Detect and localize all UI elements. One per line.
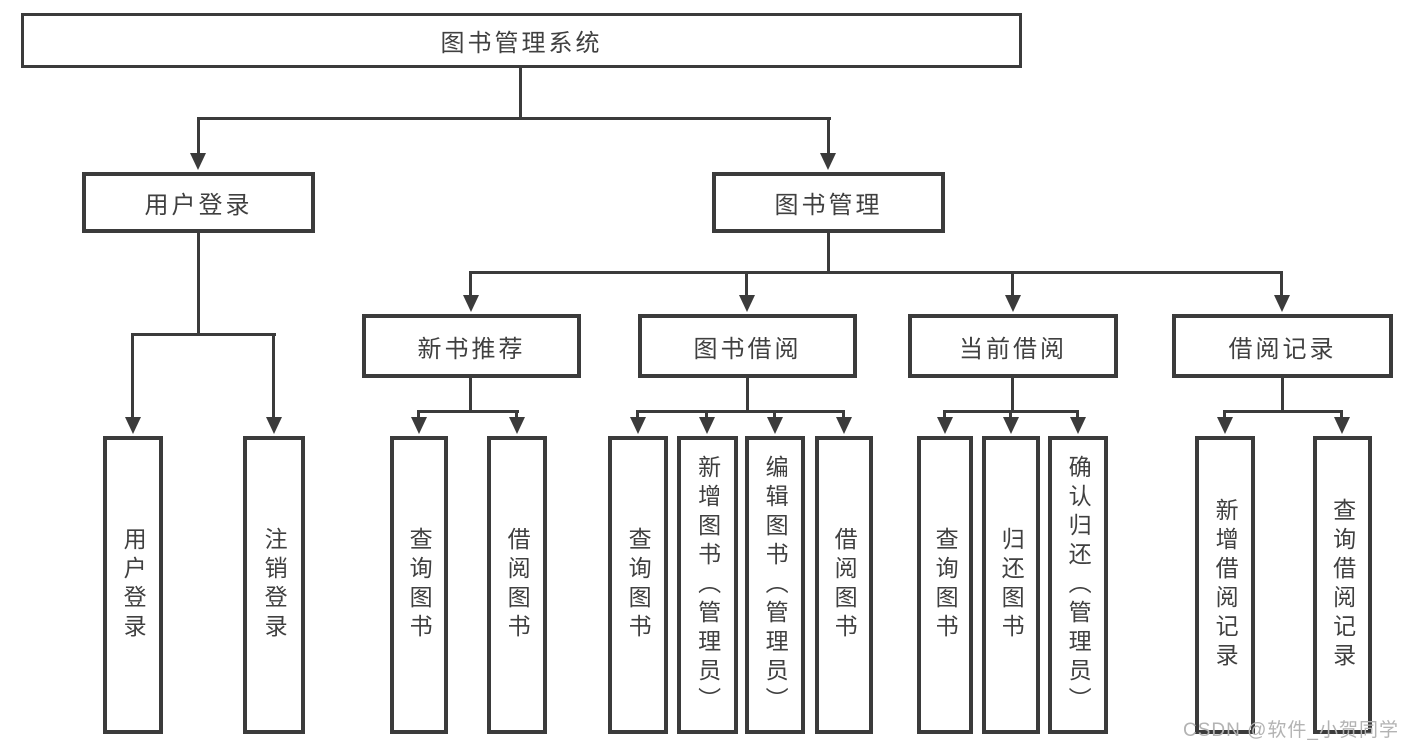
connector-line	[417, 410, 420, 419]
arrow-down-icon	[190, 153, 206, 170]
connector-line	[1224, 410, 1343, 413]
arrow-down-icon	[1003, 417, 1019, 434]
arrow-down-icon	[1070, 417, 1086, 434]
node-library-system: 图书管理系统	[21, 13, 1022, 68]
arrow-down-icon	[463, 295, 479, 312]
node-user-login-label: 用户登录	[144, 192, 253, 219]
connector-line	[827, 117, 830, 157]
connector-line	[943, 410, 946, 419]
connector-line	[1281, 378, 1284, 412]
leaf-user-login: 用户登录	[103, 436, 163, 734]
node-current-borrowing-label: 当前借阅	[959, 335, 1067, 363]
leaf-add-borrow-record-label: 新增借阅记录	[1212, 498, 1239, 672]
node-new-book-recommend: 新书推荐	[362, 314, 581, 378]
leaf-add-book-admin: 新增图书（管理员）	[677, 436, 738, 734]
leaf-query-books-label: 查询图书	[625, 527, 652, 643]
connector-line	[471, 271, 1283, 274]
connector-line	[469, 271, 472, 297]
connector-line	[745, 271, 748, 297]
leaf-add-borrow-record: 新增借阅记录	[1195, 436, 1255, 734]
connector-line	[1340, 410, 1343, 419]
node-book-management-label: 图书管理	[774, 192, 883, 219]
leaf-return-books-label: 归还图书	[998, 527, 1025, 643]
connector-line	[519, 68, 522, 118]
node-borrowing-records-label: 借阅记录	[1228, 335, 1337, 363]
connector-line	[469, 378, 472, 412]
connector-line	[418, 410, 519, 413]
arrow-down-icon	[699, 417, 715, 434]
arrow-down-icon	[820, 153, 836, 170]
connector-line	[636, 410, 639, 419]
arrow-down-icon	[125, 417, 141, 434]
arrow-down-icon	[836, 417, 852, 434]
leaf-borrow-books-label: 借阅图书	[504, 527, 531, 643]
connector-line	[272, 333, 275, 417]
leaf-borrow-books-label: 借阅图书	[831, 527, 858, 643]
node-borrowing-records: 借阅记录	[1172, 314, 1393, 378]
arrow-down-icon	[1274, 295, 1290, 312]
leaf-user-login-label: 用户登录	[120, 527, 147, 643]
arrow-down-icon	[767, 417, 783, 434]
node-current-borrowing: 当前借阅	[908, 314, 1118, 378]
leaf-logout: 注销登录	[243, 436, 305, 734]
leaf-query-books-label: 查询图书	[406, 527, 433, 643]
leaf-edit-book-admin-label: 编辑图书（管理员）	[762, 454, 789, 716]
leaf-query-borrow-record: 查询借阅记录	[1313, 436, 1372, 734]
leaf-query-books-borrowing: 查询图书	[608, 436, 668, 734]
arrow-down-icon	[1005, 295, 1021, 312]
leaf-logout-label: 注销登录	[261, 527, 288, 643]
node-library-system-label: 图书管理系统	[440, 30, 603, 57]
connector-line	[1076, 410, 1079, 419]
leaf-add-book-admin-label: 新增图书（管理员）	[694, 454, 721, 716]
node-user-login: 用户登录	[82, 172, 315, 233]
arrow-down-icon	[630, 417, 646, 434]
leaf-query-books-label: 查询图书	[932, 527, 959, 643]
leaf-query-books-current: 查询图书	[917, 436, 973, 734]
connector-line	[1011, 271, 1014, 297]
leaf-confirm-return-admin: 确认归还（管理员）	[1048, 436, 1108, 734]
connector-line	[1011, 378, 1014, 412]
connector-line	[773, 410, 776, 419]
node-new-book-recommend-label: 新书推荐	[417, 335, 526, 363]
connector-line	[1223, 410, 1226, 419]
leaf-borrow-books-recommend: 借阅图书	[487, 436, 547, 734]
arrow-down-icon	[509, 417, 525, 434]
arrow-down-icon	[739, 295, 755, 312]
connector-line	[1280, 271, 1283, 297]
leaf-confirm-return-admin-label: 确认归还（管理员）	[1065, 454, 1092, 716]
node-book-borrowing-label: 图书借阅	[693, 335, 802, 363]
arrow-down-icon	[266, 417, 282, 434]
arrow-down-icon	[411, 417, 427, 434]
node-book-management: 图书管理	[712, 172, 945, 233]
connector-line	[515, 410, 518, 419]
connector-line	[1009, 410, 1012, 419]
csdn-watermark: CSDN @软件_小贺同学	[1183, 720, 1399, 741]
connector-line	[746, 378, 749, 412]
connector-line	[705, 410, 708, 419]
leaf-query-books-recommend: 查询图书	[390, 436, 448, 734]
leaf-query-borrow-record-label: 查询借阅记录	[1329, 498, 1356, 672]
connector-line	[197, 117, 200, 157]
connector-line	[197, 117, 831, 120]
arrow-down-icon	[937, 417, 953, 434]
connector-line	[842, 410, 845, 419]
connector-line	[637, 410, 845, 413]
arrow-down-icon	[1217, 417, 1233, 434]
connector-line	[827, 233, 830, 273]
connector-line	[197, 233, 200, 335]
arrow-down-icon	[1334, 417, 1350, 434]
node-book-borrowing: 图书借阅	[638, 314, 857, 378]
connector-line	[131, 333, 134, 417]
leaf-return-books: 归还图书	[982, 436, 1040, 734]
connector-line	[132, 333, 276, 336]
leaf-edit-book-admin: 编辑图书（管理员）	[745, 436, 805, 734]
leaf-borrow-books-borrowing: 借阅图书	[815, 436, 873, 734]
